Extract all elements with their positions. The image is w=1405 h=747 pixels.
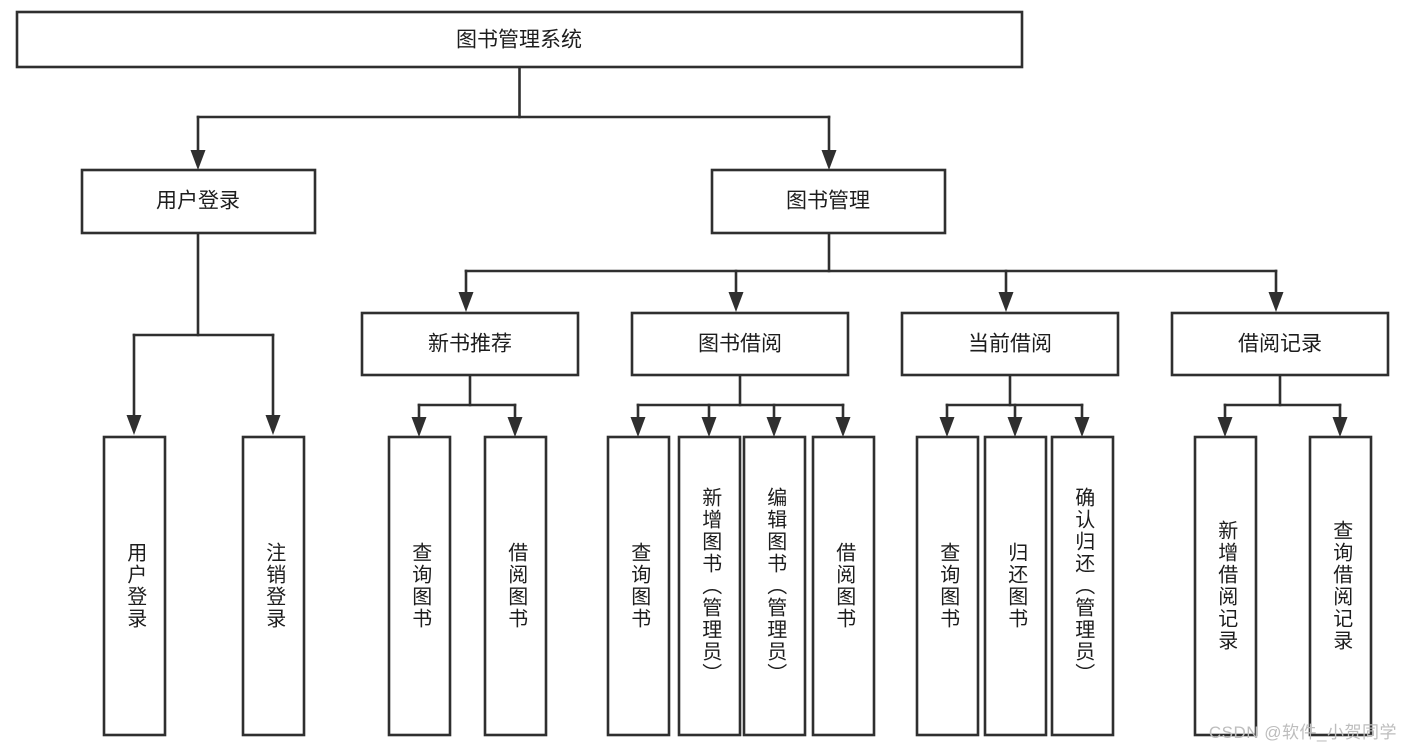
node-leaf-query-borrow-record-box[interactable] [1308, 435, 1373, 737]
node-leaf-query-book-2-label: 查询图书 [628, 542, 651, 630]
node-new-book-recommend-box[interactable] [360, 311, 580, 377]
node-leaf-query-book-1[interactable]: 查询图书 [387, 435, 452, 737]
node-leaf-logout-login-box[interactable] [241, 435, 306, 737]
watermark-text: CSDN @软件_小贺同学 [1208, 723, 1397, 742]
arrow-icon-cb-c2 [1007, 417, 1023, 437]
node-borrow-record[interactable]: 借阅记录 [1170, 311, 1390, 377]
node-leaf-add-book[interactable]: 新增图书（管理员） [677, 435, 742, 737]
node-root-label: 图书管理系统 [456, 29, 582, 52]
node-leaf-edit-book[interactable]: 编辑图书（管理员） [742, 435, 807, 737]
node-new-book-recommend-label: 新书推荐 [428, 333, 512, 356]
node-leaf-query-borrow-record[interactable]: 查询借阅记录 [1308, 435, 1373, 737]
connector-group-borrow-record [1217, 373, 1348, 437]
node-leaf-edit-book-box[interactable] [742, 435, 807, 737]
node-book-borrow-label: 图书借阅 [698, 333, 782, 356]
node-book-manage[interactable]: 图书管理 [710, 168, 947, 235]
node-leaf-confirm-return[interactable]: 确认归还（管理员） [1050, 435, 1115, 737]
arrow-icon-book-manage-c3 [998, 292, 1014, 312]
arrow-icon-bb-c4 [835, 417, 851, 437]
node-leaf-borrow-book-1[interactable]: 借阅图书 [483, 435, 548, 737]
arrow-icon-bb-c2 [701, 417, 717, 437]
node-current-borrow-box[interactable] [900, 311, 1120, 377]
node-leaf-confirm-return-label: 确认归还（管理员） [1072, 487, 1095, 685]
node-leaf-add-book-label: 新增图书（管理员） [699, 487, 722, 685]
node-leaf-query-book-2[interactable]: 查询图书 [606, 435, 671, 737]
arrow-icon-book-manage-c4 [1268, 292, 1284, 312]
arrow-icon-bb-c3 [766, 417, 782, 437]
node-leaf-query-book-3-label: 查询图书 [937, 542, 960, 630]
connector-group-current-borrow [939, 373, 1090, 437]
node-book-borrow-box[interactable] [630, 311, 850, 377]
node-leaf-edit-book-label: 编辑图书（管理员） [764, 487, 787, 685]
arrow-icon-nbr-c2 [507, 417, 523, 437]
node-book-manage-box[interactable] [710, 168, 947, 235]
connector-group-user-login [126, 231, 281, 435]
node-leaf-add-book-box[interactable] [677, 435, 742, 737]
node-leaf-add-borrow-record[interactable]: 新增借阅记录 [1193, 435, 1258, 737]
node-leaf-return-book-label: 归还图书 [1005, 542, 1028, 630]
node-leaf-query-book-3[interactable]: 查询图书 [915, 435, 980, 737]
node-leaf-borrow-book-2-box[interactable] [811, 435, 876, 737]
arrow-icon-br-c2 [1332, 417, 1348, 437]
node-leaf-query-book-2-box[interactable] [606, 435, 671, 737]
node-leaf-add-borrow-record-label: 新增借阅记录 [1215, 520, 1238, 652]
connector-group-root [190, 65, 837, 170]
arrow-icon-cb-c3 [1074, 417, 1090, 437]
node-user-login-label: 用户登录 [156, 190, 240, 213]
arrow-icon-cb-c1 [939, 417, 955, 437]
node-leaf-user-login-box[interactable] [102, 435, 167, 737]
node-leaf-logout-login-label: 注销登录 [263, 542, 286, 630]
node-leaf-return-book[interactable]: 归还图书 [983, 435, 1048, 737]
arrow-icon-br-c1 [1217, 417, 1233, 437]
node-user-login[interactable]: 用户登录 [80, 168, 317, 235]
node-leaf-borrow-book-2-label: 借阅图书 [833, 542, 856, 630]
node-new-book-recommend[interactable]: 新书推荐 [360, 311, 580, 377]
node-leaf-query-book-3-box[interactable] [915, 435, 980, 737]
connector-group-new-book-recommend [411, 373, 523, 437]
arrow-icon-root-user-login [190, 150, 206, 170]
node-current-borrow-label: 当前借阅 [968, 333, 1052, 356]
node-root[interactable]: 图书管理系统 [15, 10, 1024, 69]
node-leaf-query-book-1-label: 查询图书 [409, 542, 432, 630]
node-leaf-borrow-book-2[interactable]: 借阅图书 [811, 435, 876, 737]
node-root-box[interactable] [15, 10, 1024, 69]
node-leaf-query-borrow-record-label: 查询借阅记录 [1330, 520, 1353, 652]
arrow-icon-user-login-c1 [126, 415, 142, 435]
node-leaf-confirm-return-box[interactable] [1050, 435, 1115, 737]
node-book-borrow[interactable]: 图书借阅 [630, 311, 850, 377]
node-leaf-user-login[interactable]: 用户登录 [102, 435, 167, 737]
arrow-icon-book-manage-c1 [458, 292, 474, 312]
node-current-borrow[interactable]: 当前借阅 [900, 311, 1120, 377]
connector-group-book-borrow [630, 373, 851, 437]
arrow-icon-book-manage-c2 [728, 292, 744, 312]
node-leaf-query-book-1-box[interactable] [387, 435, 452, 737]
node-borrow-record-box[interactable] [1170, 311, 1390, 377]
arrow-icon-user-login-c2 [265, 415, 281, 435]
arrow-icon-root-book-manage [821, 150, 837, 170]
node-leaf-add-borrow-record-box[interactable] [1193, 435, 1258, 737]
arrow-icon-bb-c1 [630, 417, 646, 437]
connector-group-book-manage [458, 231, 1284, 312]
node-leaf-borrow-book-1-label: 借阅图书 [505, 542, 528, 630]
node-borrow-record-label: 借阅记录 [1238, 333, 1322, 356]
node-user-login-box[interactable] [80, 168, 317, 235]
node-leaf-user-login-label: 用户登录 [124, 542, 147, 630]
node-book-manage-label: 图书管理 [786, 190, 870, 213]
node-leaf-logout-login[interactable]: 注销登录 [241, 435, 306, 737]
node-leaf-borrow-book-1-box[interactable] [483, 435, 548, 737]
arrow-icon-nbr-c1 [411, 417, 427, 437]
node-leaf-return-book-box[interactable] [983, 435, 1048, 737]
